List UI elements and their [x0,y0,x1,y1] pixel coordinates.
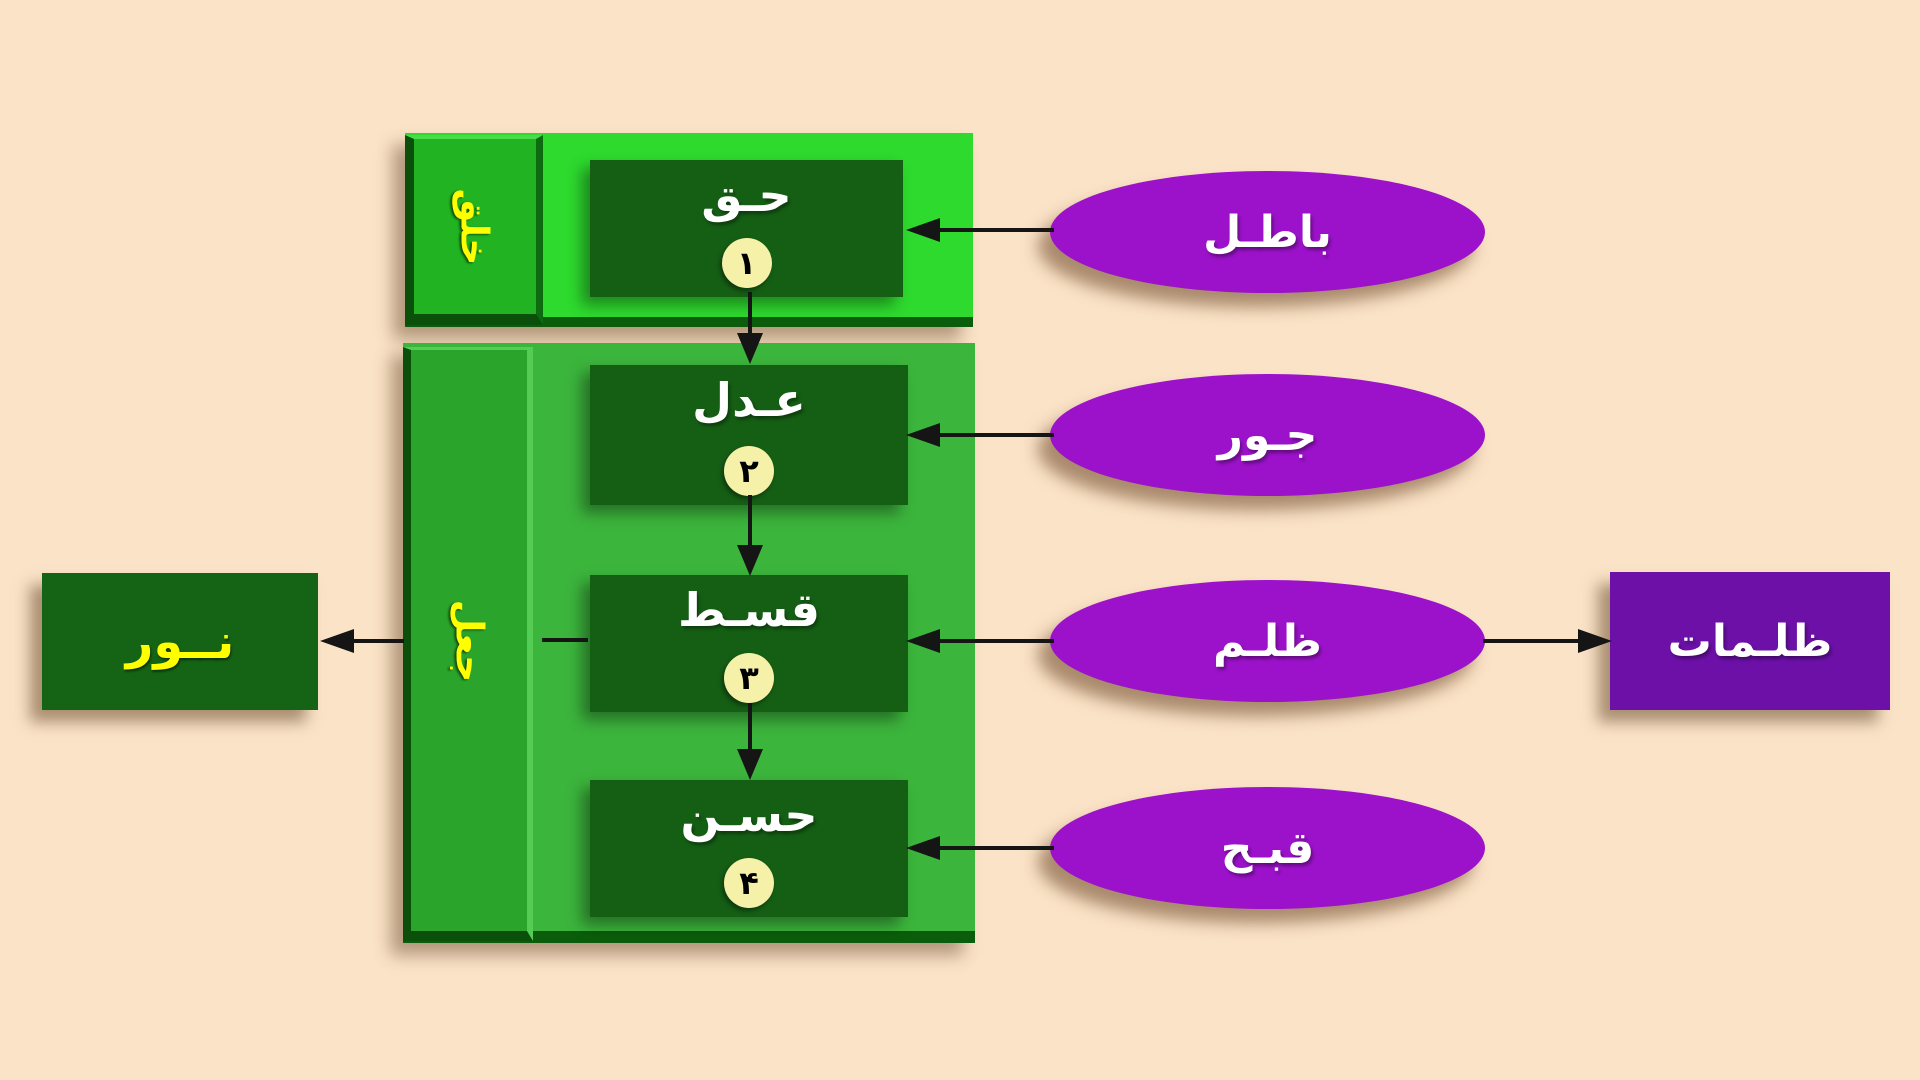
khalq-tab: خلق [405,135,543,325]
node-adl-number-badge: ۲ [724,446,774,496]
node-haq-label: حـق [701,168,792,222]
node-qist-label: قسـط [678,583,820,637]
node-haq-number-badge: ۱ [721,238,772,288]
noor-box: نــور [42,573,318,710]
node-haq: حـق ۱ [590,160,903,297]
jal-group: جعل عـدل ۲ قسـط ۳ حسـن ۴ [403,343,975,943]
arrow-jal-to-noor [320,629,404,653]
khalq-tab-label: خلق [453,187,497,266]
node-husn: حسـن ۴ [590,780,908,917]
arrow-zulm-to-zolumat [1483,629,1612,653]
node-husn-number-badge: ۴ [724,858,774,908]
ellipse-jawr: جـور [1050,374,1485,496]
node-adl: عـدل ۲ [590,365,908,505]
ellipse-batil: باطـل [1050,171,1485,293]
khalq-group: خلق حـق ۱ [405,133,973,327]
node-qist: قسـط ۳ [590,575,908,712]
node-husn-label: حسـن [680,788,818,842]
zolumat-box: ظلـمات [1610,572,1890,710]
node-qist-number-badge: ۳ [724,653,774,703]
ellipse-qubh: قبـح [1050,787,1485,909]
ellipse-zulm: ظلـم [1050,580,1485,702]
jal-tab: جعل [403,347,533,941]
node-adl-label: عـدل [692,373,806,427]
jal-tab-label: جعل [446,599,491,682]
